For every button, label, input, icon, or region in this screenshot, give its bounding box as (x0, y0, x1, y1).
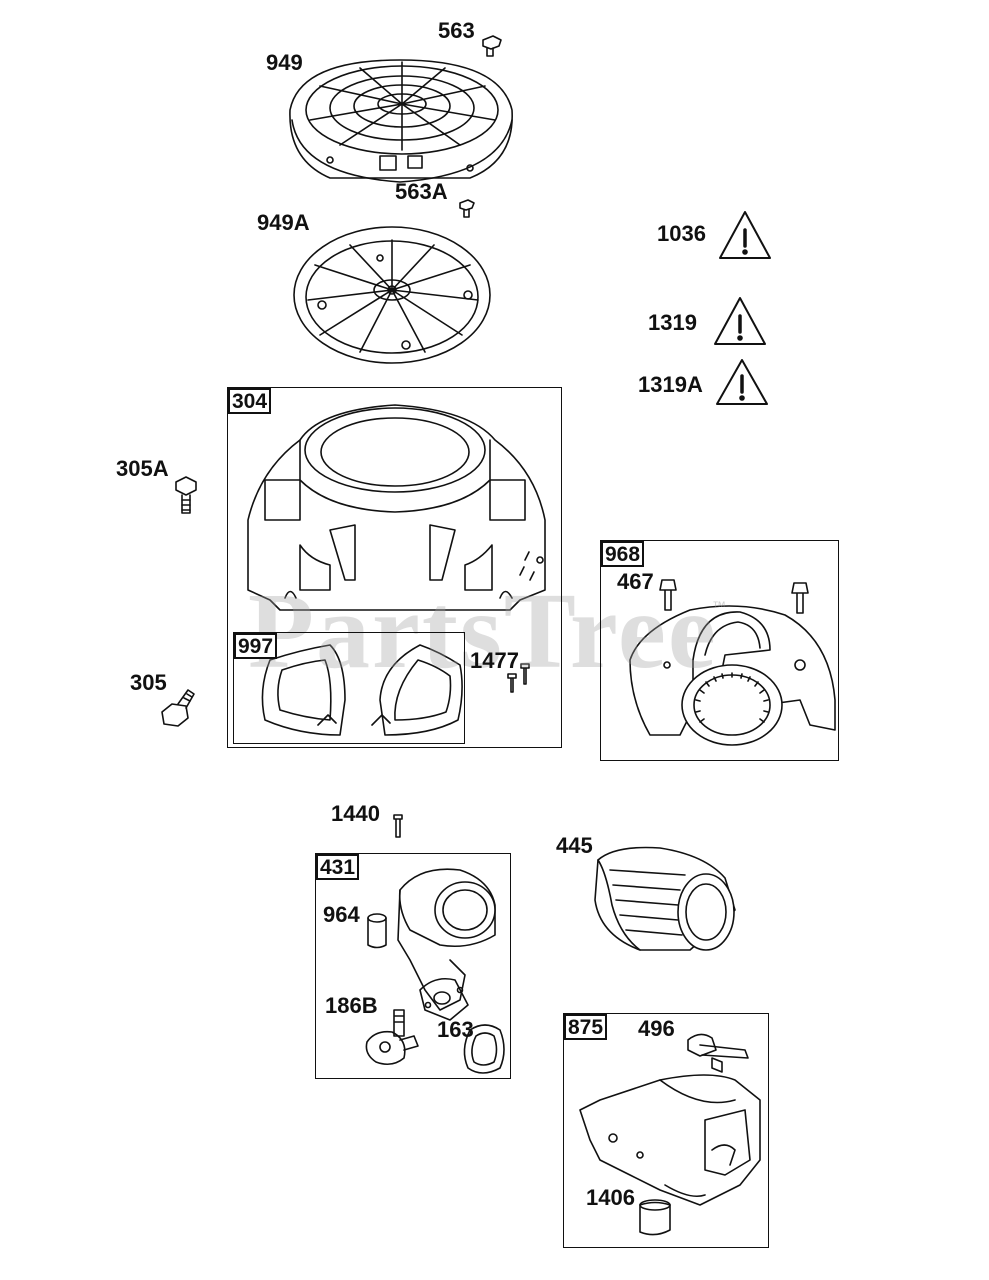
group-box-304 (227, 387, 562, 748)
label-949[interactable]: 949 (266, 50, 303, 75)
label-1319[interactable]: 1319 (648, 310, 697, 335)
part-875-base-drawing (579, 1074, 761, 1206)
label-1036[interactable]: 1036 (657, 221, 706, 246)
label-949a[interactable]: 949A (257, 210, 310, 235)
label-186b[interactable]: 186B (325, 993, 378, 1018)
group-box-875 (563, 1013, 769, 1248)
label-1440[interactable]: 1440 (331, 801, 380, 826)
part-563-bolt-drawing (482, 35, 502, 57)
label-496[interactable]: 496 (638, 1016, 675, 1041)
part-496-valve-drawing (687, 1033, 749, 1073)
part-1406-seal-drawing (639, 1199, 671, 1236)
label-563[interactable]: 563 (438, 18, 475, 43)
label-163[interactable]: 163 (437, 1017, 474, 1042)
label-304[interactable]: 304 (228, 388, 272, 414)
label-964[interactable]: 964 (323, 902, 360, 927)
part-563a-bolt-drawing (459, 199, 475, 218)
part-163-gasket-drawing (463, 1024, 505, 1074)
warning-triangle-1319a (716, 359, 768, 405)
label-305[interactable]: 305 (130, 670, 167, 695)
label-1319a[interactable]: 1319A (638, 372, 703, 397)
part-968-cover-drawing (629, 579, 836, 746)
part-304-housing-drawing (247, 404, 546, 611)
part-186b-breather-drawing (365, 1009, 419, 1066)
part-1477-screws-drawing (507, 663, 530, 693)
watermark-trademark: ™ (712, 598, 726, 614)
warning-triangle-1319 (714, 297, 766, 345)
label-1406[interactable]: 1406 (586, 1185, 635, 1210)
part-1440-pin-drawing (393, 814, 403, 838)
watermark-text: PartsTree (248, 572, 718, 691)
group-box-968 (600, 540, 839, 761)
part-997-baffles-drawing (261, 644, 463, 736)
label-997[interactable]: 997 (234, 633, 278, 659)
part-431-base-drawing (397, 868, 496, 1021)
label-563a[interactable]: 563A (395, 179, 448, 204)
group-box-431 (315, 853, 511, 1079)
warning-triangle-1036 (719, 211, 771, 259)
label-305a[interactable]: 305A (116, 456, 169, 481)
part-445-filter-drawing (594, 846, 736, 951)
label-467[interactable]: 467 (617, 569, 654, 594)
label-968[interactable]: 968 (601, 541, 645, 567)
part-305a-bolt-drawing (175, 476, 197, 514)
part-949a-fan-guard-drawing (293, 226, 491, 364)
label-875[interactable]: 875 (564, 1014, 608, 1040)
label-445[interactable]: 445 (556, 833, 593, 858)
part-949-grille-drawing (289, 59, 513, 183)
part-305-bolt-drawing (161, 689, 195, 727)
label-1477[interactable]: 1477 (470, 648, 519, 673)
part-964-sleeve-drawing (367, 913, 387, 949)
label-431[interactable]: 431 (316, 854, 360, 880)
group-box-997 (233, 632, 465, 744)
